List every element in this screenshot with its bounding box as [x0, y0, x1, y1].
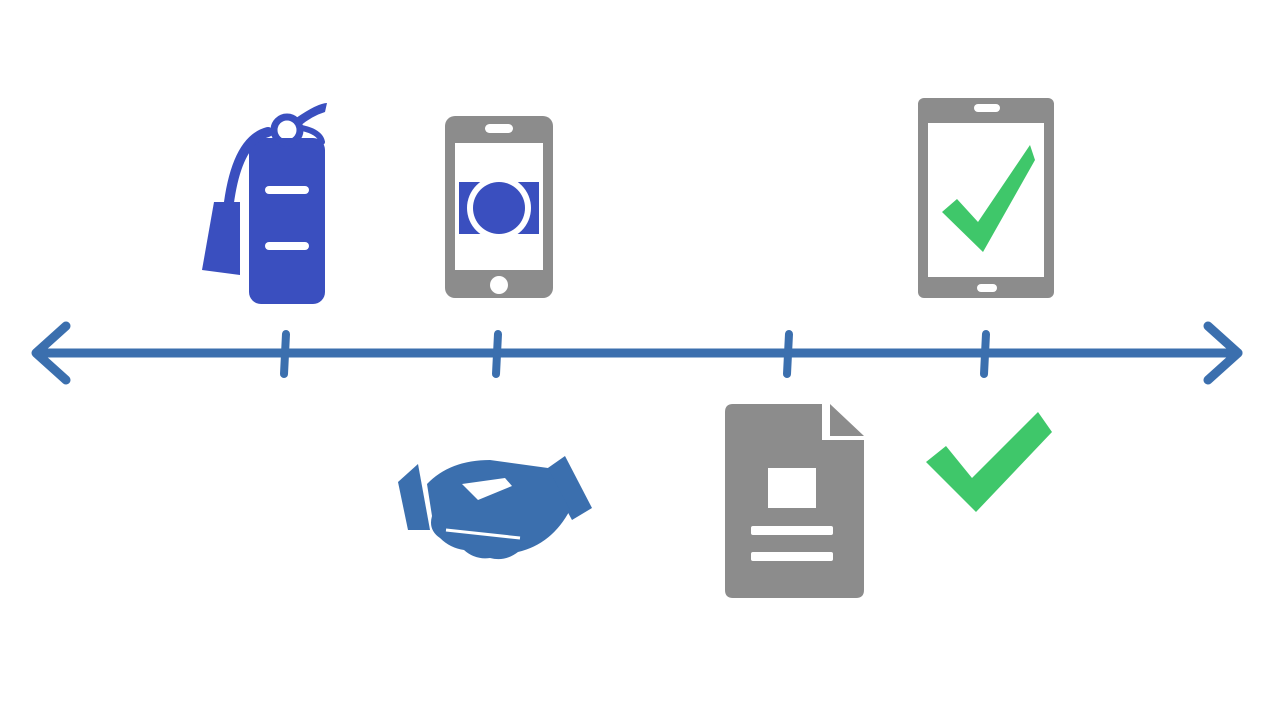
timeline-tick [492, 330, 502, 378]
timeline-tick [980, 330, 990, 378]
document-icon [725, 404, 864, 598]
phone-camera-icon [445, 116, 553, 298]
timeline-tick [280, 330, 290, 378]
timeline-tick [783, 330, 793, 378]
right-arrowhead [1203, 321, 1243, 385]
tablet-check-icon [918, 98, 1054, 298]
fire-extinguisher-icon [202, 103, 327, 304]
checkmark-icon [942, 145, 1035, 252]
left-arrowhead [31, 321, 71, 385]
timeline-axis [31, 321, 1243, 385]
handshake-icon [398, 456, 592, 560]
checkmark-icon [926, 412, 1052, 512]
